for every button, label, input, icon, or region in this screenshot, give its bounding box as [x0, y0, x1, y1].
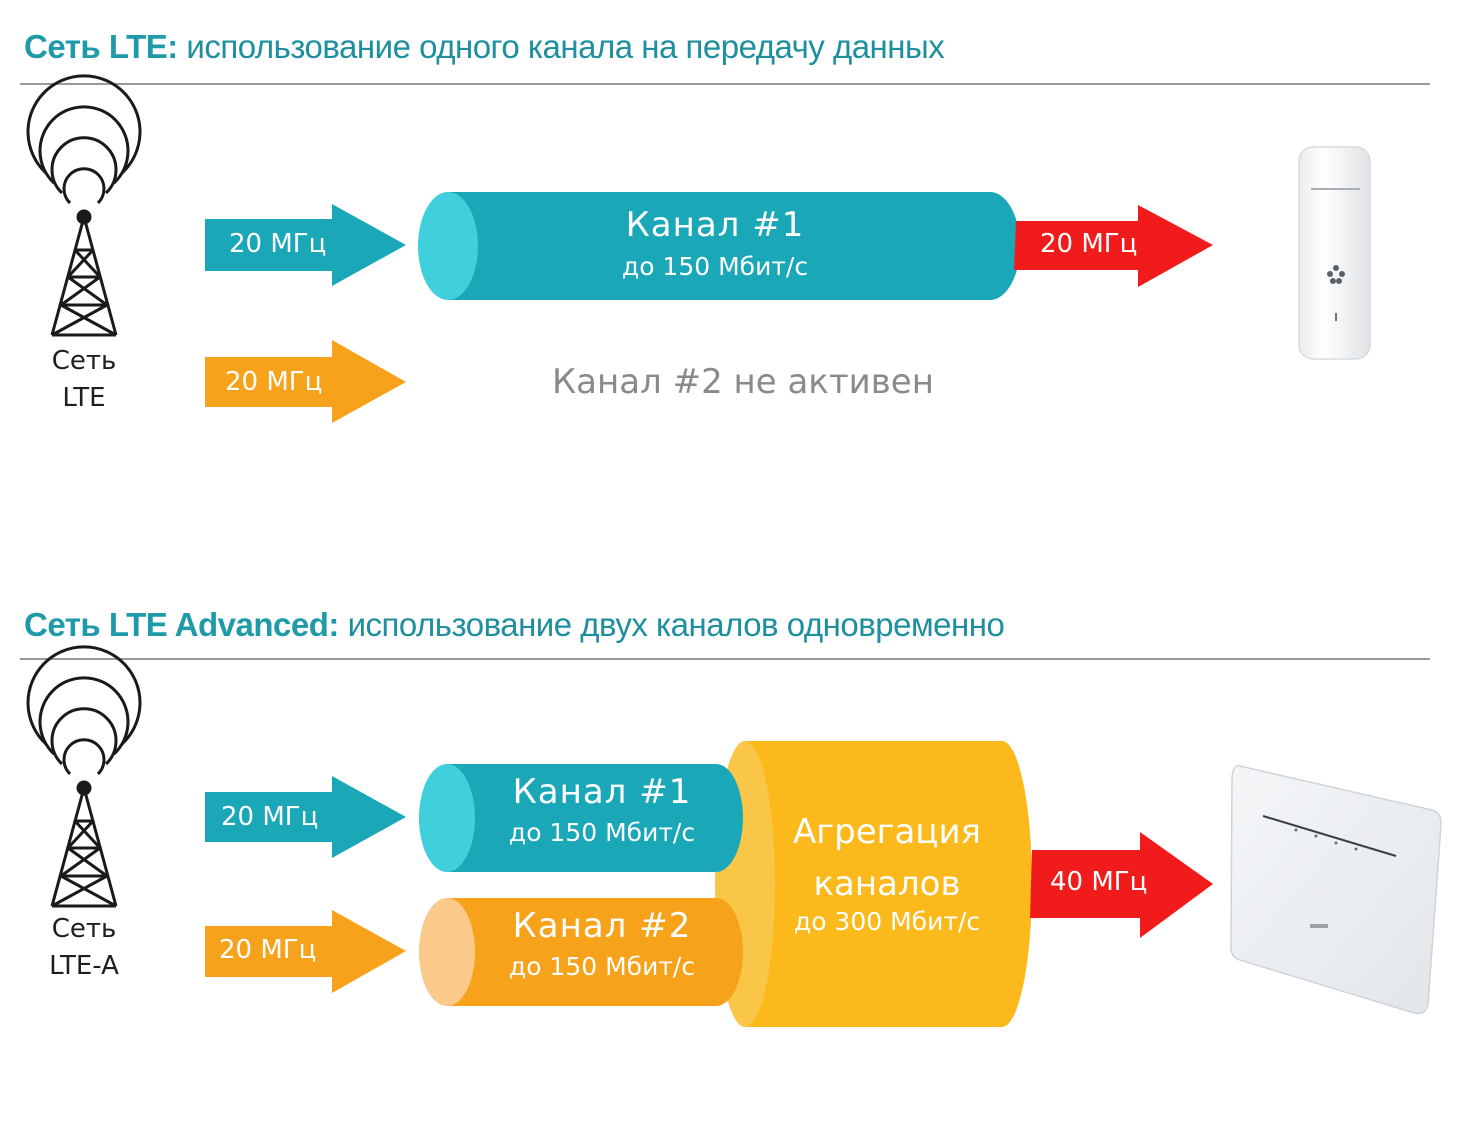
arrow-out	[1030, 832, 1213, 938]
tower-label-line1: Сеть	[51, 346, 117, 376]
arrow-in-2	[205, 340, 406, 423]
channel1-cylinder	[418, 192, 1020, 300]
arrow-out-label: 20 МГц	[1040, 229, 1138, 259]
channel2-cylinder	[419, 898, 743, 1006]
tower-icon	[26, 74, 142, 337]
tower-icon	[26, 645, 142, 908]
arrow-in-2	[205, 910, 406, 993]
aggregation-speed: до 300 Мбит/с	[793, 907, 981, 936]
section2-title-bold: Сеть LTE Advanced:	[24, 606, 339, 643]
channel2-title: Канал #2	[512, 906, 692, 946]
arrow-in-1-label: 20 МГц	[229, 229, 327, 259]
channel2-status: Канал #2 не активен	[552, 362, 934, 402]
channel1-speed: до 150 Мбит/с	[621, 252, 809, 281]
arrow-out	[1014, 205, 1213, 287]
channel1-cylinder	[419, 764, 743, 872]
router-image	[1230, 765, 1442, 1015]
section1-title: Сеть LTE: использование одного канала на…	[24, 28, 945, 66]
arrow-in-1	[205, 776, 406, 858]
arrow-in-1-label: 20 МГц	[221, 802, 319, 832]
aggregation-title: Агрегация каналов	[772, 806, 1002, 910]
tower-label-line1: Сеть	[51, 914, 117, 944]
aggregation-line2: каналов	[813, 864, 961, 904]
tower-label: Сеть LTE	[24, 343, 144, 417]
arrow-in-1	[205, 204, 406, 286]
channel1-title: Канал #1	[625, 205, 805, 245]
tower-label-line2: LTE-A	[49, 951, 119, 981]
section1-title-rest: использование одного канала на передачу …	[177, 28, 945, 65]
section1-title-bold: Сеть LTE:	[24, 28, 178, 65]
section2-title-rest: использование двух каналов одновременно	[338, 606, 1005, 643]
section2-divider	[20, 658, 1430, 660]
arrow-out-label: 40 МГц	[1050, 867, 1148, 897]
section1-divider	[20, 83, 1430, 85]
arrow-in-2-label: 20 МГц	[225, 367, 323, 397]
arrow-in-2-label: 20 МГц	[219, 935, 317, 965]
tower-label: Сеть LTE-A	[24, 911, 144, 985]
tower-label-line2: LTE	[62, 383, 106, 413]
channel1-speed: до 150 Мбит/с	[508, 818, 696, 847]
channel2-speed: до 150 Мбит/с	[508, 952, 696, 981]
section2-title: Сеть LTE Advanced: использование двух ка…	[24, 606, 1005, 644]
channel1-title: Канал #1	[512, 772, 692, 812]
aggregation-line1: Агрегация	[792, 812, 981, 852]
usb-modem-image	[1298, 146, 1371, 360]
